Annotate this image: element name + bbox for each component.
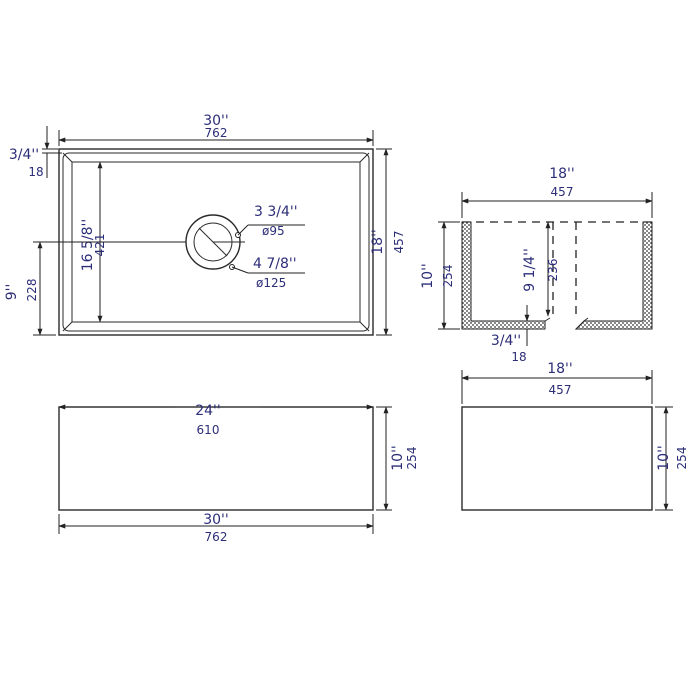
rim-metric: 18 [28,165,43,179]
drain-leader-bottom [231,266,249,274]
section-wall-right [574,221,653,330]
section-width-metric: 457 [551,185,574,199]
bowl-depth-imperial: 16 5/8'' [80,219,96,272]
drain-inner-metric: ø95 [262,224,285,238]
drain-offset-imperial: 9'' [4,284,20,301]
top-width-imperial: 30'' [203,113,229,129]
front-inner-width-imperial: 24'' [195,403,221,419]
side-panel [461,406,653,511]
drain-offset-metric: 228 [25,279,39,302]
front-width-metric: 762 [205,530,228,544]
front-height-imperial: 10'' [390,445,406,471]
drain-leader-top [237,224,249,236]
top-width-metric: 762 [205,126,228,140]
section-bottom-imperial: 3/4'' [491,333,521,349]
front-inner-width-metric: 610 [197,423,220,437]
drain-outer-imperial: 4 7/8'' [253,256,297,272]
drain-outer-metric: ø125 [256,276,286,290]
side-width-imperial: 18'' [547,361,573,377]
section-height-imperial: 10'' [420,263,436,289]
rim-imperial: 3/4'' [9,147,39,163]
side-section-view: 18'' 457 10'' 254 9 1/4'' 236 3/4'' 18 [420,166,653,364]
section-drain-edges [544,317,589,322]
side-width-metric: 457 [549,383,572,397]
top-depth-imperial: 18'' [370,229,386,255]
top-view: 30'' 762 18'' 457 3/4'' 18 16 5/8'' 421 … [4,113,406,336]
section-bottom-metric: 18 [511,350,526,364]
side-height-metric: 254 [675,447,689,470]
drain-inner-imperial: 3 3/4'' [254,204,298,220]
side-view: 18'' 457 10'' 254 [461,361,689,511]
section-height-metric: 254 [441,265,455,288]
front-height-metric: 254 [405,447,419,470]
side-height-imperial: 10'' [656,445,672,471]
bowl-corner-lines [62,152,370,332]
front-apron [58,406,374,511]
front-view: 24'' 610 10'' 254 30'' 762 [58,403,419,544]
bowl-depth-metric: 421 [93,234,107,257]
section-width-imperial: 18'' [549,166,575,182]
section-inner-height-metric: 236 [546,259,560,282]
section-inner-height-imperial: 9 1/4'' [522,248,538,292]
front-width-imperial: 30'' [203,512,229,528]
top-depth-metric: 457 [392,231,406,254]
